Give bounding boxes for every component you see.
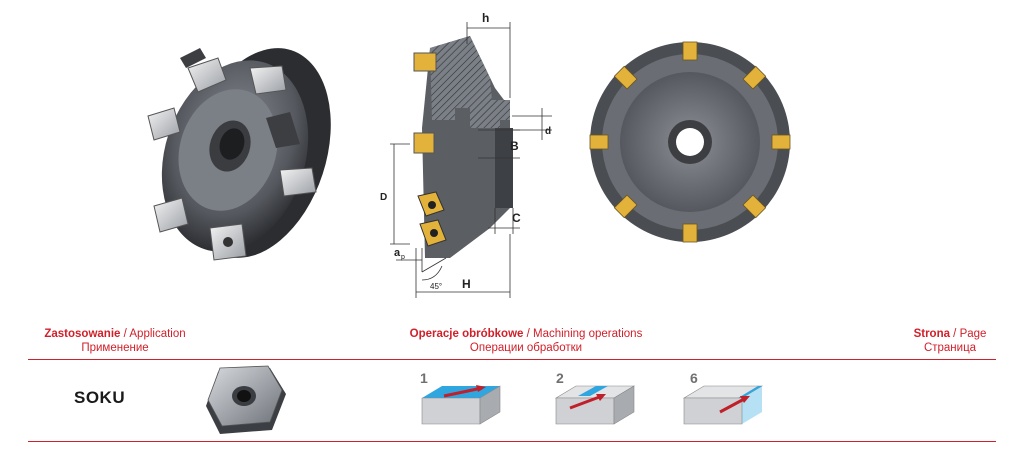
cutter-3d-image (147, 48, 331, 261)
dim-d-label: d (545, 126, 551, 137)
dim-B-label: B (510, 139, 519, 153)
operation-number-6: 6 (690, 370, 698, 386)
operation-number-1: 1 (420, 370, 428, 386)
dim-angle-label: 45° (430, 282, 442, 291)
header-application: Zastosowanie / Application Применение (20, 327, 210, 355)
cutter-front-view (589, 41, 791, 243)
dim-D-label: D (380, 192, 387, 203)
dim-H-label: H (462, 277, 471, 291)
header-page: Strona / Page Страница (890, 327, 1010, 355)
header-divider (28, 359, 996, 360)
insert-image (206, 365, 286, 434)
operations-ru: Операции обработки (469, 342, 583, 354)
dim-ap-label: a (394, 247, 401, 259)
operation-2-icon (554, 385, 636, 425)
operations-en: / Machining operations (523, 328, 643, 340)
insert-code: SOKU (74, 388, 126, 407)
page-pl: Strona (913, 328, 950, 340)
row-divider (28, 441, 996, 442)
operation-number-2: 2 (556, 370, 564, 386)
operation-1-icon (421, 385, 501, 425)
page-en: / Page (949, 328, 987, 340)
page-ru: Страница (923, 342, 977, 354)
dim-C-label: C (512, 211, 521, 225)
application-ru: Применение (81, 342, 149, 354)
dim-ap-subscript: p (401, 254, 405, 261)
operations-pl: Operacje obróbkowe (409, 328, 524, 340)
dim-h-label: h (482, 11, 489, 25)
application-en: / Application (120, 328, 186, 340)
operation-6-icon (682, 385, 764, 425)
application-pl: Zastosowanie (44, 328, 121, 340)
header-operations: Operacje obróbkowe / Machining operation… (386, 327, 666, 355)
cutter-technical-drawing: h d B D C a p 45° H (380, 11, 552, 298)
